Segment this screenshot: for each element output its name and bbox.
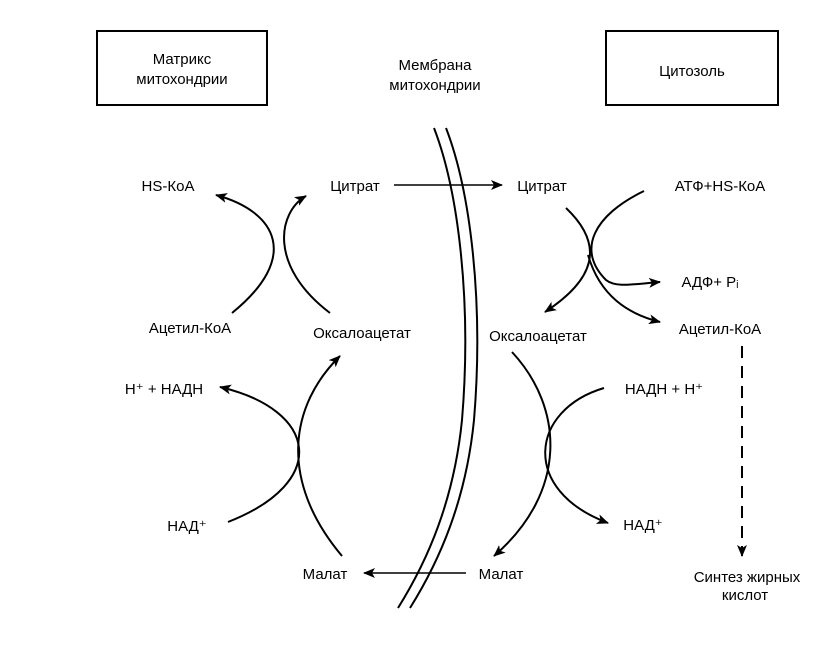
- membrane-header-line1: Мембрана: [398, 57, 472, 74]
- cytosol-malate-label: Малат: [479, 566, 524, 583]
- matrix-header-line1: Матрикс: [153, 51, 212, 68]
- cytosol-nadh-to-nad-arrow: [544, 387, 609, 524]
- matrix-citrate-label: Цитрат: [330, 178, 380, 195]
- cytosol-to-acetyl-coa-arrow: [587, 254, 661, 325]
- cytosol-nadh-h-label: НАДН + H⁺: [625, 381, 703, 398]
- membrane-line-outer: [397, 127, 467, 609]
- matrix-h-nadh-label: H⁺ + НАДН: [125, 381, 203, 398]
- matrix-hs-coa-label: HS-КоА: [142, 178, 195, 195]
- matrix-oxaloacetate-to-citrate-arrow: [283, 195, 331, 314]
- membrane-line-inner: [409, 127, 479, 609]
- cytosol-oxaloacetate-to-malate-arrow: [493, 351, 552, 557]
- membrane-header-line2: митохондрии: [389, 77, 480, 94]
- cytosol-oxaloacetate-label: Оксалоацетат: [489, 328, 587, 345]
- fatty-acid-synthesis-line1: Синтез жирных: [694, 569, 801, 586]
- fatty-acid-synthesis-line2: кислот: [722, 587, 768, 604]
- cytosol-header-box: [605, 30, 779, 106]
- matrix-acetyl-coa-label: Ацетил-КоА: [149, 320, 231, 337]
- cytosol-nad-label: НАД⁺: [623, 517, 662, 534]
- matrix-acetyl-to-hscoa-arrow: [215, 193, 275, 314]
- cytosol-atp-to-adp-arrow: [590, 190, 661, 288]
- matrix-nad-to-nadh-arrow: [219, 384, 301, 523]
- matrix-header-box: [96, 30, 268, 106]
- cytosol-citrate-to-oxaloacetate-arrow: [544, 207, 591, 313]
- cytosol-header: Цитозоль: [659, 63, 725, 80]
- matrix-oxaloacetate-label: Оксалоацетат: [313, 325, 411, 342]
- cytosol-acetyl-coa-label: Ацетил-КоА: [679, 321, 761, 338]
- matrix-header-line2: митохондрии: [136, 71, 227, 88]
- matrix-malate-label: Малат: [303, 566, 348, 583]
- cytosol-citrate-label: Цитрат: [517, 178, 567, 195]
- matrix-malate-to-oxaloacetate-arrow: [297, 355, 343, 557]
- cytosol-adp-pi-label: АДФ+ Pᵢ: [681, 274, 738, 291]
- matrix-nad-label: НАД⁺: [167, 518, 206, 535]
- cytosol-atp-hscoa-label: АТФ+HS-КоА: [675, 178, 766, 195]
